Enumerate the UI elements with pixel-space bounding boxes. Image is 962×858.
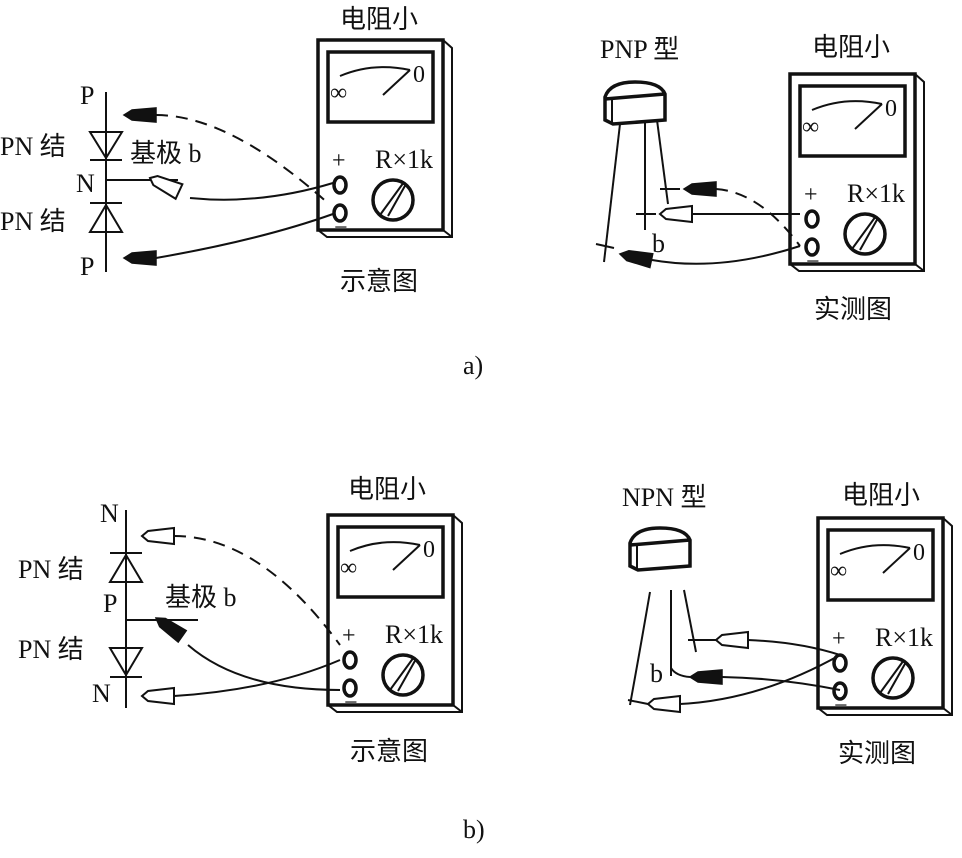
plus-label: + bbox=[832, 626, 846, 652]
black-probe-bottom bbox=[617, 246, 654, 269]
plus-label: + bbox=[332, 148, 346, 174]
meter-title: 电阻小 bbox=[812, 33, 890, 62]
plus-label: + bbox=[804, 182, 818, 208]
minus-label: − bbox=[334, 215, 348, 241]
wire-top bbox=[747, 639, 841, 656]
junction-bottom-label: PN 结 bbox=[18, 635, 84, 664]
black-probe-top bbox=[683, 181, 717, 197]
wire-bottom bbox=[173, 659, 341, 697]
meter-title: 电阻小 bbox=[348, 475, 426, 504]
white-probe-top bbox=[141, 527, 175, 545]
zero-mark: 0 bbox=[913, 540, 925, 566]
minus-label: − bbox=[344, 690, 358, 716]
minus-label: − bbox=[834, 693, 848, 719]
wire-base bbox=[189, 182, 334, 201]
region-bottom-label: N bbox=[92, 679, 111, 708]
base-label: b bbox=[652, 229, 665, 258]
wire-bottom bbox=[679, 654, 841, 705]
diode-bottom bbox=[88, 203, 124, 233]
transistor-body bbox=[603, 80, 667, 126]
range-label: R×1k bbox=[847, 179, 905, 208]
diode-top bbox=[88, 131, 124, 160]
meter-title: 电阻小 bbox=[340, 5, 418, 34]
wire-dashed bbox=[173, 535, 341, 646]
black-probe-top bbox=[123, 107, 157, 123]
lead-left bbox=[603, 123, 621, 263]
junction-top-label: PN 结 bbox=[18, 555, 84, 584]
inf-mark: ∞ bbox=[340, 555, 357, 581]
panel-a-actual: PNP 型 b 电阻小 ∞ 0 + − R×1k 实测图 bbox=[595, 33, 926, 324]
range-label: R×1k bbox=[375, 145, 433, 174]
white-probe-base bbox=[145, 169, 184, 200]
region-top-label: P bbox=[80, 81, 94, 110]
wire-base bbox=[721, 676, 841, 691]
white-probe-top bbox=[715, 631, 749, 649]
base-label: 基极 b bbox=[165, 583, 237, 612]
meter-caption: 示意图 bbox=[340, 267, 418, 296]
inf-mark: ∞ bbox=[330, 80, 347, 106]
black-probe-bottom bbox=[123, 250, 157, 266]
transistor-type-label: NPN 型 bbox=[622, 483, 707, 512]
caption-a: a) bbox=[463, 351, 483, 380]
wire-dashed bbox=[155, 114, 331, 206]
transistor-type-label: PNP 型 bbox=[600, 35, 679, 64]
junction-top-label: PN 结 bbox=[0, 132, 66, 161]
multimeter: ∞ 0 + − R×1k bbox=[788, 72, 926, 275]
black-probe-base bbox=[151, 611, 187, 643]
white-probe-bottom bbox=[647, 695, 681, 713]
wire-bottom bbox=[155, 213, 334, 259]
lead-left bbox=[629, 591, 651, 706]
range-label: R×1k bbox=[385, 620, 443, 649]
multimeter: ∞ 0 + − R×1k bbox=[316, 38, 454, 241]
base-label: b bbox=[650, 659, 663, 688]
range-label: R×1k bbox=[875, 623, 933, 652]
caption-b: b) bbox=[463, 815, 485, 844]
multimeter: ∞ 0 + − R×1k bbox=[816, 516, 954, 719]
base-label: 基极 b bbox=[130, 139, 202, 168]
meter-caption: 示意图 bbox=[350, 737, 428, 766]
junction-bottom-label: PN 结 bbox=[0, 207, 66, 236]
meter-caption: 实测图 bbox=[814, 295, 892, 324]
lead-right bbox=[683, 589, 697, 653]
zero-mark: 0 bbox=[413, 62, 425, 88]
black-probe-base bbox=[689, 669, 723, 685]
wire-bottom bbox=[651, 245, 801, 265]
region-middle-label: N bbox=[76, 169, 95, 198]
diode-top bbox=[108, 553, 144, 583]
minus-label: − bbox=[806, 249, 820, 275]
zero-mark: 0 bbox=[885, 96, 897, 122]
inf-mark: ∞ bbox=[830, 558, 847, 584]
region-bottom-label: P bbox=[80, 252, 94, 281]
lead-right bbox=[656, 119, 669, 205]
panel-a-schematic: P PN 结 N PN 结 P 基极 b 电阻小 ∞ 0 + − R×1k bbox=[0, 5, 454, 296]
transistor-body bbox=[628, 526, 692, 572]
meter-caption: 实测图 bbox=[838, 739, 916, 768]
diode-bottom bbox=[108, 647, 144, 677]
white-probe-bottom bbox=[141, 687, 175, 705]
region-top-label: N bbox=[100, 499, 119, 528]
multimeter: ∞ 0 + − R×1k bbox=[326, 513, 464, 716]
panel-b-schematic: N PN 结 P PN 结 N 基极 b 电阻小 ∞ 0 + − R×1k 示意… bbox=[18, 475, 464, 766]
plus-label: + bbox=[342, 623, 356, 649]
zero-mark: 0 bbox=[423, 537, 435, 563]
meter-title: 电阻小 bbox=[842, 481, 920, 510]
region-middle-label: P bbox=[103, 589, 117, 618]
wire-dashed bbox=[715, 188, 801, 247]
panel-b-actual: NPN 型 b 电阻小 ∞ 0 + − R×1k 实测图 bbox=[622, 481, 954, 768]
inf-mark: ∞ bbox=[802, 114, 819, 140]
white-probe-base bbox=[659, 205, 693, 223]
wire-base bbox=[187, 644, 341, 691]
